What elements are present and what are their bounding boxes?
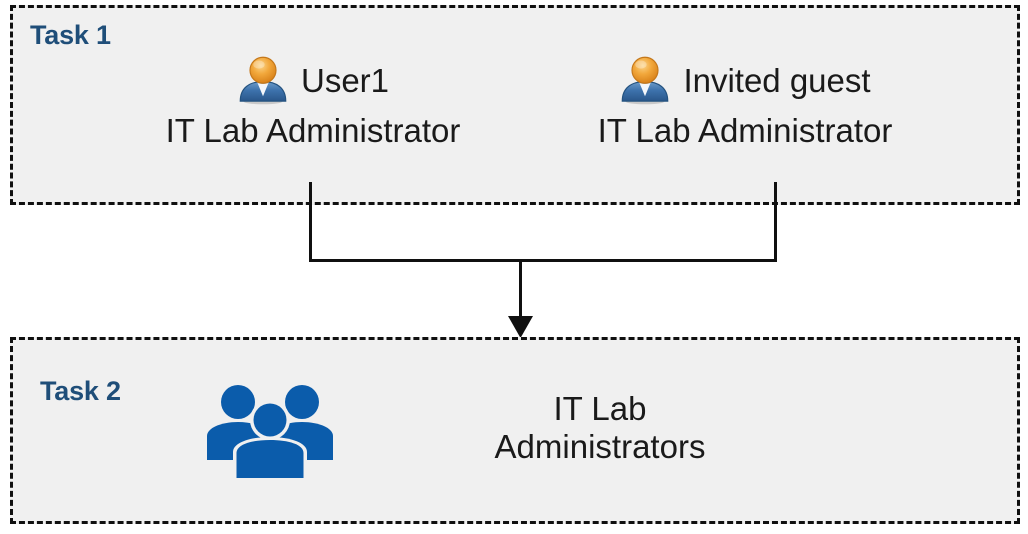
member-name: Invited guest — [683, 61, 871, 99]
user-icon — [239, 56, 287, 105]
task-1-container — [10, 5, 1020, 205]
arrow-down-icon — [508, 316, 533, 338]
task-2-container — [10, 337, 1020, 524]
user-group-icon — [207, 385, 333, 478]
member-header-row: Invited guest — [535, 52, 955, 108]
group-name: IT Lab Administrators — [435, 390, 765, 466]
user-icon — [622, 56, 669, 105]
member-role: IT Lab Administrator — [165, 112, 461, 149]
task-1-member-user1: User1 IT Lab Administrator — [118, 52, 508, 147]
member-role: IT Lab Administrator — [597, 112, 893, 149]
member-header-row: User1 — [118, 52, 508, 108]
task-1-member-invited-guest: Invited guest IT Lab Administrator — [535, 52, 955, 147]
task-2-group-row: IT Lab Administrators — [205, 378, 765, 478]
member-name: User1 — [300, 61, 390, 99]
group-name-line-1: IT Lab — [553, 390, 647, 428]
task-1-label: Task 1 — [30, 20, 111, 50]
group-name-line-2: Administrators — [494, 428, 706, 465]
task-2-label: Task 2 — [40, 376, 121, 406]
